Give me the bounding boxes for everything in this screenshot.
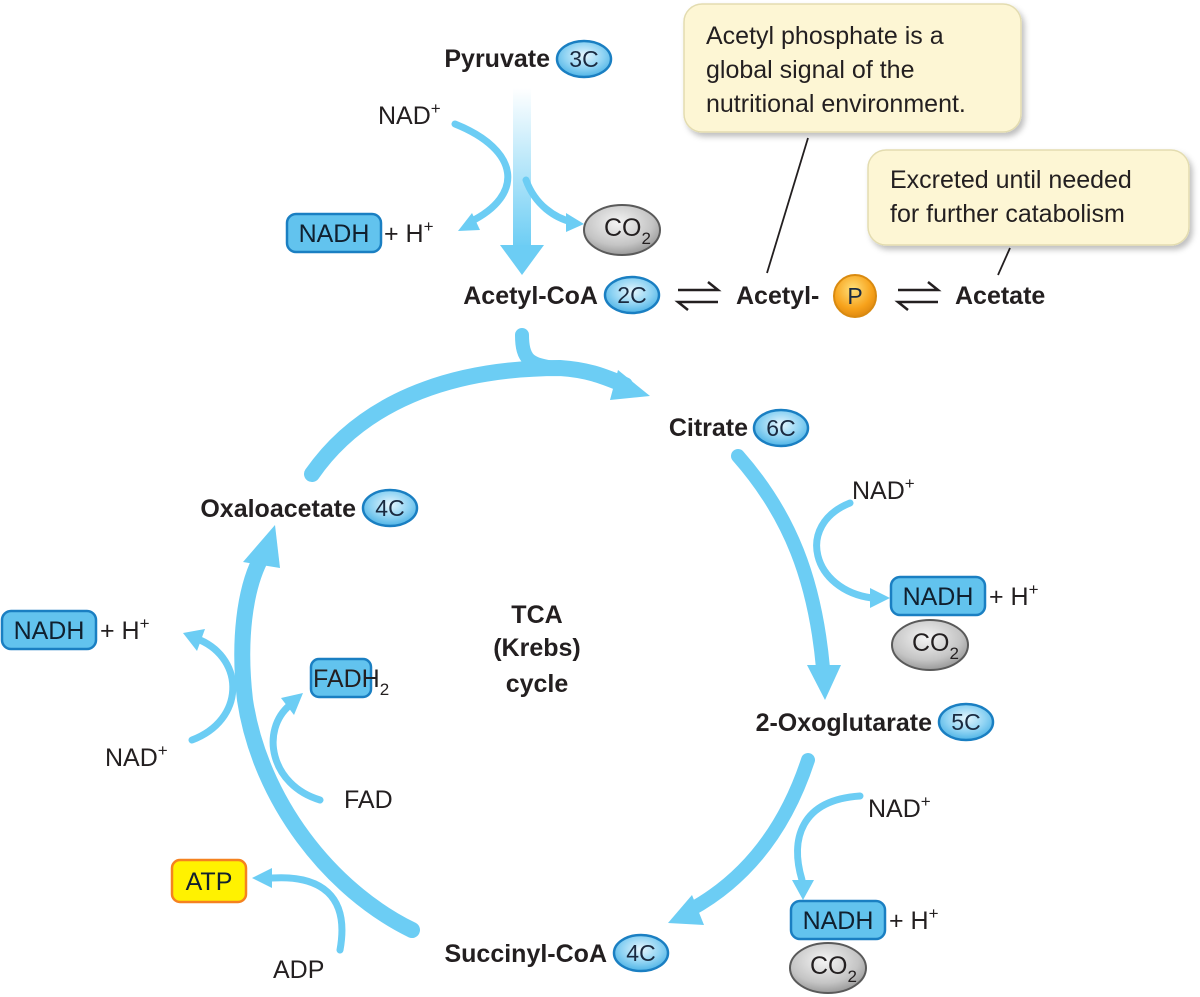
carbon-count: 5C <box>951 709 980 735</box>
nadh-box <box>0 609 98 651</box>
arrow-co2-release-pdh <box>522 176 584 232</box>
callout-line-acetate <box>997 247 1011 276</box>
compound-pyruvate: Pyruvate 3C <box>444 39 613 79</box>
nadh-label: NADH <box>803 907 874 935</box>
co2-pdh: CO2 <box>583 204 661 256</box>
nad-plus-pdh: NAD+ <box>378 99 441 130</box>
co2-label: CO2 <box>912 629 959 663</box>
equilibrium-arrow-2 <box>894 281 942 311</box>
note-line-2: global signal of the <box>706 56 914 84</box>
equilibrium-arrow-1 <box>674 281 722 311</box>
carbon-count: 4C <box>626 940 655 966</box>
compound-acetyl-coa: Acetyl-CoA 2C <box>463 275 661 315</box>
carbon-count: 2C <box>617 282 646 308</box>
carbon-badge <box>361 488 419 528</box>
nad-plus-idh: NAD+ <box>852 474 915 505</box>
co2-idh: CO2 <box>891 619 969 671</box>
compound-name: Acetyl-CoA <box>463 282 598 310</box>
nadh-box <box>285 212 383 254</box>
phosphate-label: P <box>847 283 862 309</box>
carbon-badge <box>937 702 995 742</box>
arrow-nad-to-nadh-pdh <box>451 120 512 231</box>
nad-plus-ogdh: NAD+ <box>868 792 931 823</box>
carbon-badge <box>752 408 810 448</box>
nadh-idh: NADH + H+ <box>889 575 1039 617</box>
note-acetyl-phosphate: Acetyl phosphate is a global signal of t… <box>683 3 1022 133</box>
arrow-nad-to-nadh-ogdh <box>792 792 864 900</box>
phosphate-badge <box>833 274 877 318</box>
proton-label: + H+ <box>100 614 150 645</box>
carbon-badge <box>555 39 613 79</box>
arrow-nad-to-nadh-mdh <box>183 629 237 744</box>
proton-label: + H+ <box>989 580 1039 611</box>
fadh-box <box>309 657 373 699</box>
compound-name: Pyruvate <box>444 45 550 73</box>
fadh2: FADH2 <box>309 657 389 699</box>
nadh-pdh: NADH + H+ <box>285 212 434 254</box>
compound-name: 2-Oxoglutarate <box>756 709 933 737</box>
proton-label: + H+ <box>384 217 434 248</box>
carbon-count: 4C <box>375 495 404 521</box>
carbon-count: 6C <box>766 415 795 441</box>
compound-name: Acetyl- <box>736 282 819 310</box>
arrow-nad-to-nadh-idh <box>813 499 890 608</box>
atp-box <box>170 858 248 904</box>
nadh-label: NADH <box>903 583 974 611</box>
compound-name: Oxaloacetate <box>200 495 356 523</box>
compound-2-oxoglutarate: 2-Oxoglutarate 5C <box>756 702 995 742</box>
compound-acetyl-phosphate: Acetyl- P <box>736 274 877 318</box>
nadh-label: NADH <box>299 220 370 248</box>
center-line-1: TCA <box>511 601 562 629</box>
co2-label: CO2 <box>810 952 857 986</box>
arrow-oxaloacetate-to-citrate <box>304 360 650 482</box>
atp: ATP <box>170 858 248 904</box>
nadh-label: NADH <box>14 617 85 645</box>
nadh-box <box>889 575 987 617</box>
proton-label: + H+ <box>889 904 939 935</box>
adp-label: ADP <box>273 956 324 984</box>
note-line-1: Excreted until needed <box>890 166 1132 194</box>
nadh-box <box>789 899 887 941</box>
nadh-mdh: NADH + H+ <box>0 609 150 651</box>
compound-name: Succinyl-CoA <box>444 940 607 968</box>
arrow-citrate-to-oxoglutarate <box>731 449 841 700</box>
center-line-2: (Krebs) <box>493 634 581 662</box>
center-line-3: cycle <box>506 670 569 698</box>
arrow-oxoglutarate-to-succinylcoa <box>668 753 815 925</box>
note-excreted: Excreted until needed for further catabo… <box>867 149 1190 246</box>
fad-label: FAD <box>344 786 393 814</box>
cycle-center-label: TCA (Krebs) cycle <box>493 601 581 698</box>
carbon-badge <box>603 275 661 315</box>
compound-succinyl-coa: Succinyl-CoA 4C <box>444 933 670 973</box>
fadh2-label: FADH2 <box>313 665 389 699</box>
co2-label: CO2 <box>604 214 651 248</box>
arrow-adp-to-atp <box>252 868 346 954</box>
compound-oxaloacetate: Oxaloacetate 4C <box>200 488 419 528</box>
compound-acetate: Acetate <box>955 282 1045 310</box>
compound-name: Citrate <box>669 414 748 442</box>
arrow-fad-to-fadh2 <box>269 693 324 804</box>
atp-label: ATP <box>186 868 233 896</box>
note-line-1: Acetyl phosphate is a <box>706 22 944 50</box>
co2-ogdh: CO2 <box>789 942 867 994</box>
arrow-succinylcoa-to-oxaloacetate <box>234 525 420 938</box>
note-line-3: nutritional environment. <box>706 90 966 118</box>
carbon-count: 3C <box>569 46 598 72</box>
arrow-pyruvate-to-acetylcoa <box>500 88 544 275</box>
compound-citrate: Citrate 6C <box>669 408 810 448</box>
nadh-ogdh: NADH + H+ <box>789 899 939 941</box>
note-line-2: for further catabolism <box>890 200 1125 228</box>
callout-line-acetylp <box>766 137 809 274</box>
carbon-badge <box>612 933 670 973</box>
nad-plus-mdh: NAD+ <box>105 741 168 772</box>
